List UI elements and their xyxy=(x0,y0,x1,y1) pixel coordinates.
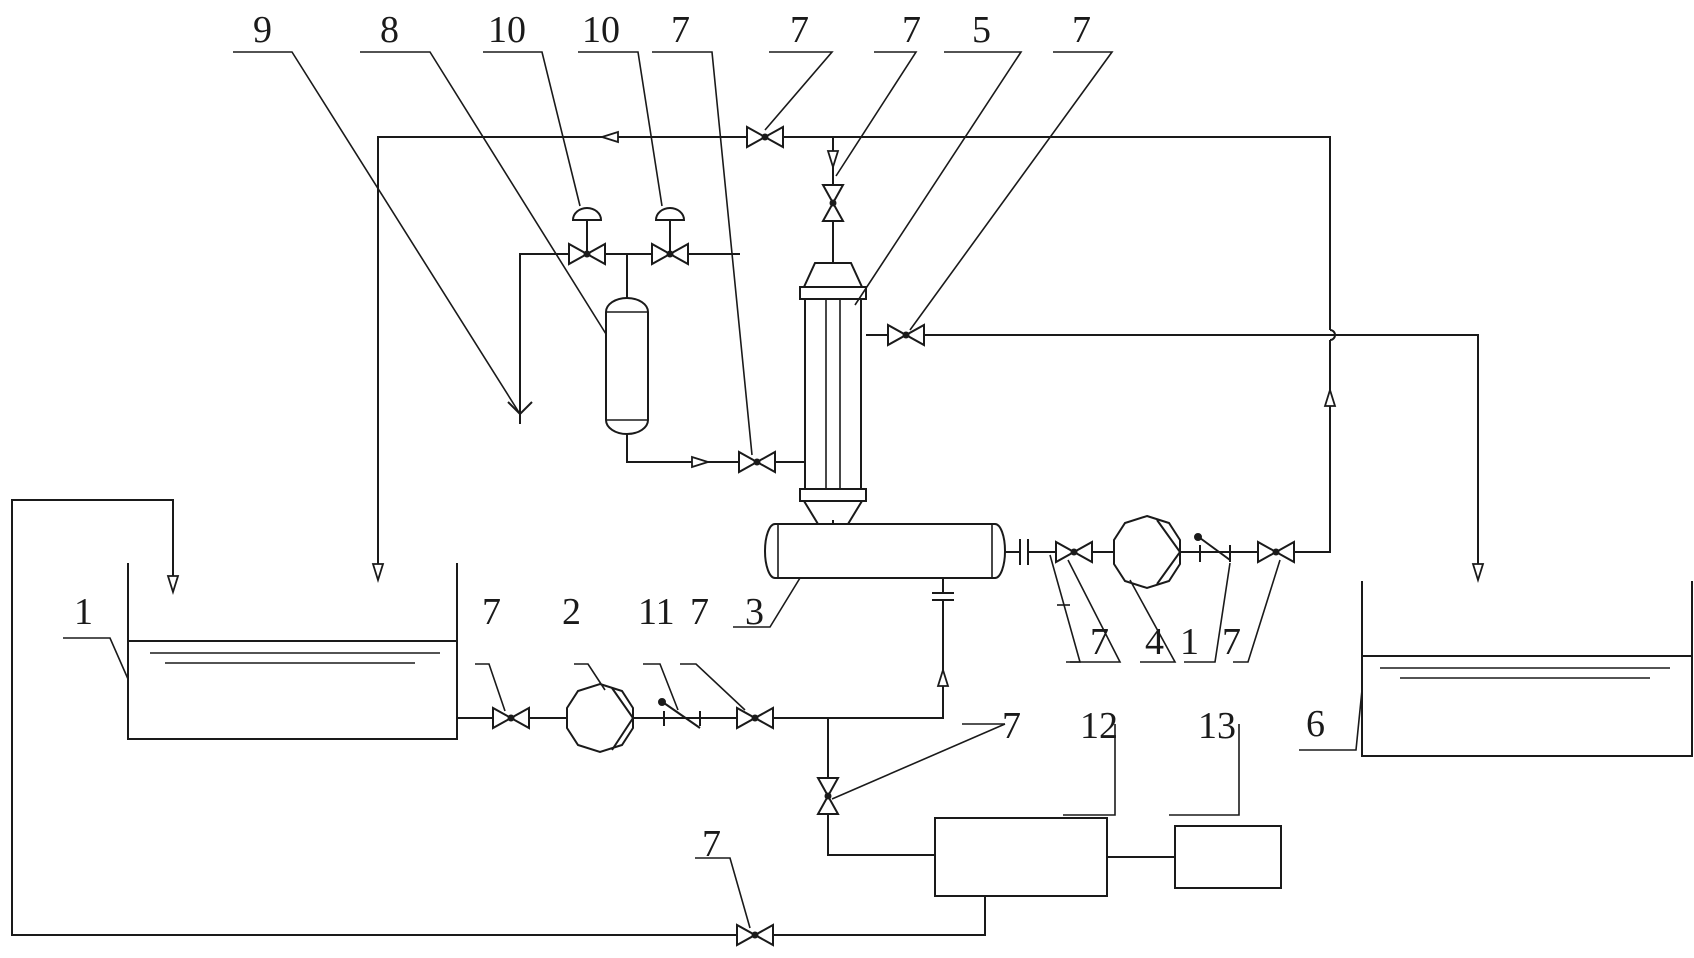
flow-arrow-down-icon xyxy=(372,563,384,581)
label-10b: 10 xyxy=(582,9,620,51)
flow-arrow-up-icon xyxy=(1324,389,1336,407)
label-7: 7 xyxy=(902,9,921,51)
label-12: 12 xyxy=(1080,705,1118,747)
flow-arrow-down-icon xyxy=(167,575,179,593)
pump-4-line xyxy=(1005,514,1300,590)
unit-12-feed-line xyxy=(817,718,935,856)
label-7: 7 xyxy=(1222,621,1241,663)
label-1: 1 xyxy=(1180,621,1199,663)
separator-8 xyxy=(605,254,805,473)
horizontal-vessel-3 xyxy=(764,523,1006,579)
unit-12 xyxy=(934,817,1108,897)
flow-arrow-up-icon xyxy=(937,669,949,687)
valve-7-recycle xyxy=(736,924,774,946)
actuator-icon xyxy=(654,207,686,221)
label-7: 7 xyxy=(1002,705,1021,747)
tank-6 xyxy=(1361,581,1693,757)
label-2: 2 xyxy=(562,591,581,633)
column-overhead-to-tank-6 xyxy=(866,324,1484,581)
label-5: 5 xyxy=(972,9,991,51)
pump-2 xyxy=(566,682,635,754)
label-7: 7 xyxy=(790,9,809,51)
valve-7-pump-4-inlet xyxy=(1055,541,1093,563)
label-1: 1 xyxy=(74,591,93,633)
valve-7-branch xyxy=(817,777,839,815)
valve-7-separator-outlet xyxy=(738,451,776,473)
actuator-icon xyxy=(571,207,603,221)
recycle-line xyxy=(11,499,986,946)
label-7: 7 xyxy=(690,591,709,633)
label-3: 3 xyxy=(745,591,764,633)
check-valve-11 xyxy=(658,698,701,729)
vessel-feed-line xyxy=(828,578,954,719)
unit-13 xyxy=(1174,825,1282,889)
labels: 9 8 10 10 7 7 7 5 7 1 7 2 11 7 3 7 4 1 7… xyxy=(74,9,1325,865)
valve-7-column-top xyxy=(822,184,844,222)
flow-arrow-left-icon xyxy=(601,131,619,143)
valve-7-pump-2-outlet xyxy=(736,707,774,729)
label-13: 13 xyxy=(1198,705,1236,747)
flow-arrow-down-icon xyxy=(1472,563,1484,581)
flow-arrow-down-icon xyxy=(827,150,839,168)
label-4: 4 xyxy=(1145,621,1164,663)
valve-7-column-side xyxy=(887,324,925,346)
label-7: 7 xyxy=(702,823,721,865)
flow-arrow-right-icon xyxy=(691,456,709,468)
leader-lines xyxy=(63,51,1363,929)
label-7: 7 xyxy=(671,9,690,51)
label-7: 7 xyxy=(1072,9,1091,51)
check-valve-1 xyxy=(1194,533,1231,562)
pump-2-line xyxy=(457,682,828,754)
label-7: 7 xyxy=(482,591,501,633)
label-10a: 10 xyxy=(488,9,526,51)
valve-7-tank-1-outlet xyxy=(492,707,530,729)
label-11: 11 xyxy=(638,591,675,633)
label-6: 6 xyxy=(1306,703,1325,745)
label-8: 8 xyxy=(380,9,399,51)
column-5 xyxy=(799,137,867,525)
valve-7-pump-4-outlet xyxy=(1257,541,1295,563)
tank-1 xyxy=(127,563,458,740)
pump-4 xyxy=(1113,514,1182,590)
label-7: 7 xyxy=(1090,621,1109,663)
vent-line-9 xyxy=(507,207,740,424)
label-9: 9 xyxy=(253,9,272,51)
